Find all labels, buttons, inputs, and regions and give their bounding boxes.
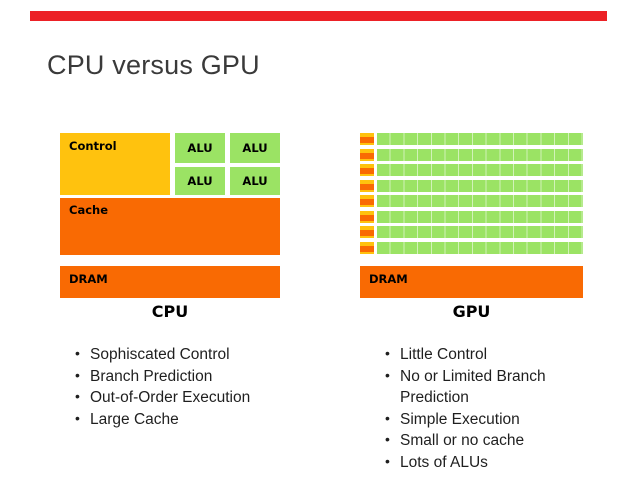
gpu-alu-row [377, 164, 583, 177]
gpu-row [360, 210, 583, 223]
cpu-control-block: Control [60, 133, 170, 195]
gpu-control-cell [360, 179, 374, 192]
gpu-dram-block: DRAM [360, 266, 583, 298]
gpu-row [360, 226, 583, 239]
gpu-bullet-item: Little Control [383, 343, 555, 366]
gpu-alu-row [377, 226, 583, 239]
cpu-bullet-item: Large Cache [73, 408, 318, 431]
gpu-alu-row [377, 210, 583, 223]
gpu-alu-row [377, 148, 583, 161]
gpu-alu-row [377, 241, 583, 254]
gpu-caption: GPU [452, 302, 491, 321]
gpu-cache-cell [360, 214, 374, 221]
gpu-cache-cell [360, 183, 374, 190]
gpu-cache-cell [360, 245, 374, 252]
gpu-diagram [360, 133, 583, 254]
gpu-control-cell [360, 148, 374, 161]
gpu-bullet-list: Little ControlNo or Limited Branch Predi… [383, 343, 555, 474]
cpu-alu-block: ALU [230, 167, 280, 195]
gpu-alu-row [377, 179, 583, 192]
cpu-bullet-list: Sophiscated ControlBranch PredictionOut-… [73, 343, 318, 431]
cache-label: Cache [69, 203, 109, 217]
gpu-bullet-item: No or Limited Branch Prediction [383, 365, 555, 409]
cpu-alu-block: ALU [175, 167, 225, 195]
gpu-row [360, 195, 583, 208]
control-label: Control [69, 139, 117, 153]
gpu-alu-row [377, 133, 583, 145]
gpu-cache-cell [360, 168, 374, 175]
cpu-bullet-item: Out-of-Order Execution [73, 386, 318, 409]
gpu-cache-cell [360, 199, 374, 206]
gpu-control-cell [360, 195, 374, 208]
gpu-cache-cell [360, 137, 374, 143]
cpu-cache-block: Cache [60, 198, 280, 255]
gpu-dram-label: DRAM [369, 272, 408, 286]
gpu-bullet-item: Small or no cache [383, 429, 555, 452]
gpu-control-cell [360, 210, 374, 223]
gpu-bullet-item: Simple Execution [383, 408, 555, 431]
cpu-bullet-item: Branch Prediction [73, 365, 318, 388]
gpu-control-cell [360, 226, 374, 239]
gpu-row [360, 133, 583, 145]
video-progress-bar[interactable] [30, 11, 607, 21]
gpu-row [360, 179, 583, 192]
gpu-alu-row [377, 195, 583, 208]
cpu-bullet-item: Sophiscated Control [73, 343, 318, 366]
gpu-control-cell [360, 164, 374, 177]
cpu-dram-block: DRAM [60, 266, 280, 298]
gpu-control-cell [360, 133, 374, 145]
slide-title: CPU versus GPU [47, 50, 260, 80]
gpu-row [360, 241, 583, 254]
gpu-row [360, 148, 583, 161]
gpu-row [360, 164, 583, 177]
cpu-caption: CPU [151, 302, 189, 321]
cpu-alu-block: ALU [175, 133, 225, 163]
gpu-control-cell [360, 241, 374, 254]
gpu-cache-cell [360, 230, 374, 237]
gpu-cache-cell [360, 152, 374, 159]
cpu-dram-label: DRAM [69, 272, 108, 286]
gpu-bullet-item: Lots of ALUs [383, 451, 555, 474]
cpu-alu-block: ALU [230, 133, 280, 163]
